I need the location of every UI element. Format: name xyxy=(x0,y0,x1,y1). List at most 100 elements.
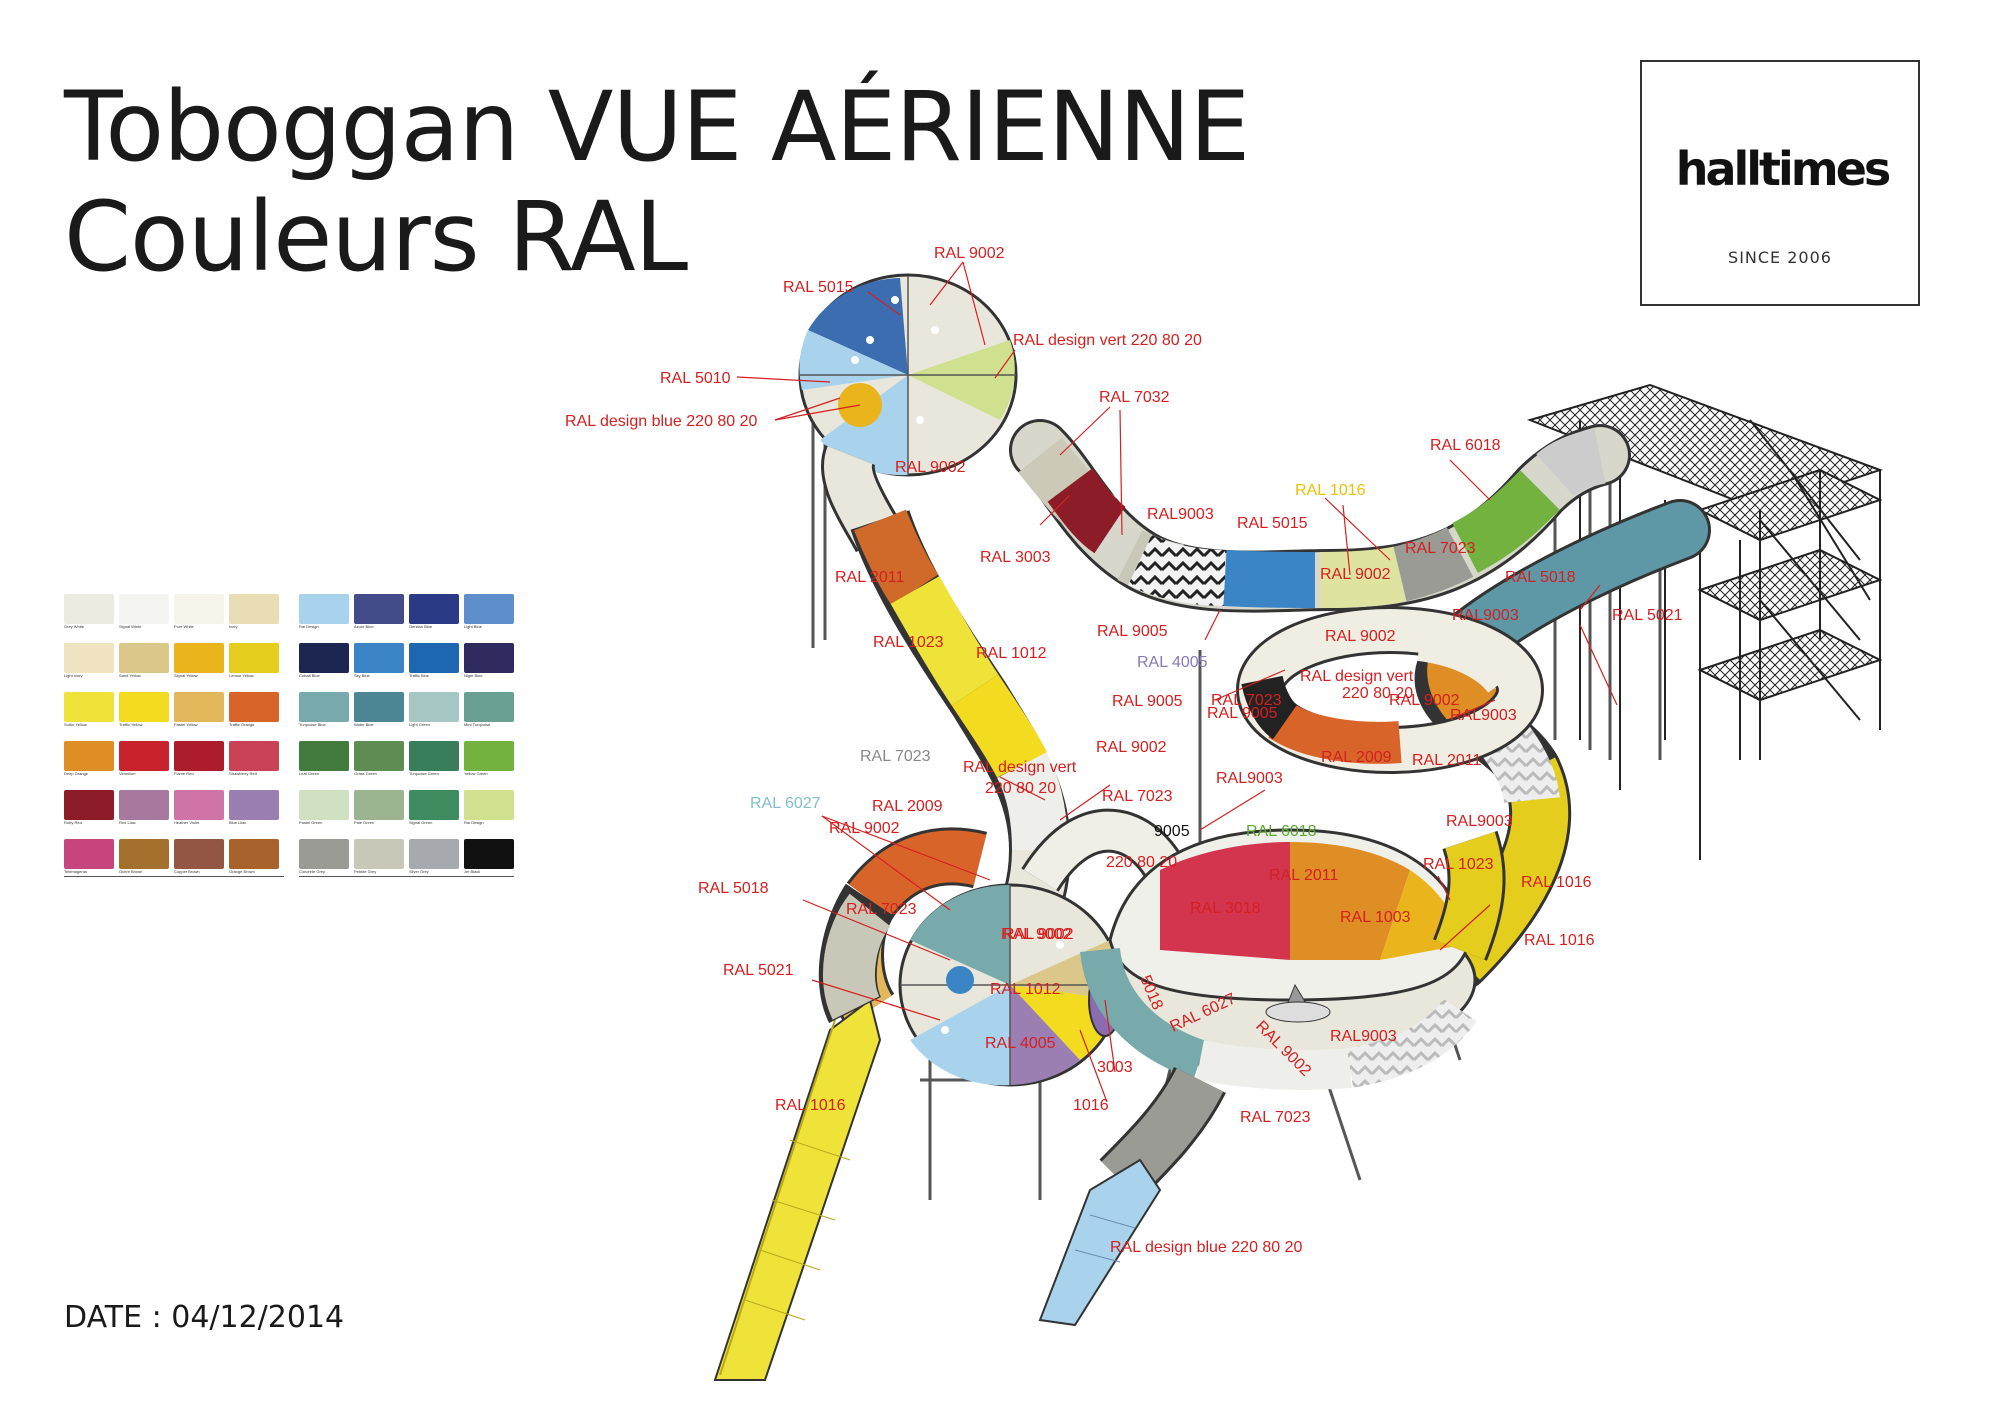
palette-swatch: Traffic Blue xyxy=(409,643,459,678)
palette-swatch: Vermilion xyxy=(119,741,169,776)
swatch-name: Cobalt Blue xyxy=(299,673,320,678)
palette-swatch: Ruby Red xyxy=(64,790,114,825)
ral-label: RAL 4005 xyxy=(1137,654,1208,671)
swatch-chip xyxy=(464,741,514,771)
ral-label: RAL 9002 xyxy=(1001,926,1072,943)
palette-swatch: Signal White xyxy=(119,594,169,629)
swatch-name: Light Ivory xyxy=(64,673,83,678)
swatch-chip xyxy=(119,839,169,869)
swatch-chip xyxy=(119,741,169,771)
palette-swatch: Cobalt Blue xyxy=(299,643,349,678)
swatch-chip xyxy=(464,692,514,722)
swatch-name: Mint Turquoise xyxy=(464,722,491,727)
ral-label: RAL 9002 xyxy=(1096,739,1167,756)
palette-swatch: Signal Yellow xyxy=(174,643,224,678)
ral-label: RAL 9002 xyxy=(1320,566,1391,583)
logo-since: SINCE 2006 xyxy=(1728,248,1832,267)
swatch-name: Jet Black xyxy=(464,869,481,874)
palette-swatch: Copper Brown xyxy=(174,839,224,874)
swatch-name: Pastel Yellow xyxy=(174,722,198,727)
swatch-name: Sand Yellow xyxy=(119,673,141,678)
ral-label: RAL 5015 xyxy=(783,279,854,296)
palette-swatch: Blue Lilac xyxy=(229,790,279,825)
palette-swatch: Silver Grey xyxy=(409,839,459,874)
swatch-name: Pastel Green xyxy=(299,820,323,825)
ral-label: RAL 2011 xyxy=(1412,752,1481,769)
ral-label: RAL9003 xyxy=(1216,770,1283,787)
ral-label: RAL 1003 xyxy=(1340,909,1411,926)
ral-label: RAL 9002 xyxy=(1325,628,1396,645)
drawing-date: DATE : 04/12/2014 xyxy=(64,1300,345,1335)
palette-swatch: Flame Red xyxy=(174,741,224,776)
ral-label: RAL 7023 xyxy=(1102,788,1173,805)
swatch-name: Heather Violet xyxy=(174,820,200,825)
swatch-chip xyxy=(354,741,404,771)
swatch-chip xyxy=(409,594,459,624)
yellow-slide xyxy=(713,883,895,1381)
palette-swatch: Turquoise Blue xyxy=(299,692,349,727)
swatch-chip xyxy=(299,594,349,624)
palette-rule-right xyxy=(299,876,514,877)
ral-label: RAL 7023 xyxy=(846,901,917,918)
swatch-chip xyxy=(464,839,514,869)
swatch-name: Orange Brown xyxy=(229,869,255,874)
palette-swatch: Signal Green xyxy=(409,790,459,825)
swatch-chip xyxy=(174,692,224,722)
ral-label: RAL 6027 xyxy=(750,795,821,812)
blue-slide xyxy=(1038,1066,1226,1327)
swatch-chip xyxy=(299,741,349,771)
swatch-name: Ivory xyxy=(229,624,238,629)
swatch-chip xyxy=(229,692,279,722)
palette-swatch: Pebble Grey xyxy=(354,839,404,874)
brand-logo: halltimes SINCE 2006 xyxy=(1640,60,1920,306)
swatch-chip xyxy=(64,643,114,673)
swatch-name: Signal White xyxy=(119,624,142,629)
palette-swatch: Leaf Green xyxy=(299,741,349,776)
palette-swatch: Grass Green xyxy=(354,741,404,776)
swatch-name: Pale Green xyxy=(354,820,375,825)
ral-label: RAL design vert xyxy=(1300,668,1414,685)
palette-swatch: Grey White xyxy=(64,594,114,629)
ral-label: RAL 1023 xyxy=(873,634,944,651)
swatch-chip xyxy=(409,741,459,771)
swatch-name: Light Green xyxy=(409,722,430,727)
palette-swatch: Pale Green xyxy=(354,790,404,825)
leader-lines xyxy=(736,261,1618,1103)
ral-label: RAL9003 xyxy=(1446,813,1513,830)
swatch-name: Sky Blue xyxy=(354,673,370,678)
ral-label: 9005 xyxy=(1154,823,1190,840)
ral-label: RAL 1016 xyxy=(1524,932,1595,949)
swatch-chip xyxy=(119,790,169,820)
palette-swatch: Light Ivory xyxy=(64,643,114,678)
swatch-chip xyxy=(174,839,224,869)
ral-label: RAL 1016 xyxy=(1521,874,1592,891)
palette-swatch: Orange Brown xyxy=(229,839,279,874)
palette-swatch: Jet Black xyxy=(464,839,514,874)
palette-swatch: Light Blue xyxy=(464,594,514,629)
spiral-loop xyxy=(1236,606,1544,774)
ral-label: RAL 3018 xyxy=(1190,900,1261,917)
swatch-name: Copper Brown xyxy=(174,869,200,874)
swatch-name: Ruby Red xyxy=(64,820,82,825)
ral-label: RAL 2011 xyxy=(1269,867,1338,884)
swatch-name: Ochre Brown xyxy=(119,869,143,874)
ral-label: RAL 6018 xyxy=(1246,823,1317,840)
swatch-name: Night Blue xyxy=(464,673,483,678)
swatch-chip xyxy=(229,790,279,820)
swatch-name: Gentian Blue xyxy=(409,624,433,629)
swatch-chip xyxy=(119,643,169,673)
swatch-chip xyxy=(409,692,459,722)
swatch-name: Signal Green xyxy=(409,820,433,825)
ral-label: RAL 7032 xyxy=(1099,389,1170,406)
swatch-chip xyxy=(174,594,224,624)
ral-label: RAL design vert 220 80 20 xyxy=(1013,332,1202,349)
ral-label: 220 80 20 xyxy=(1106,854,1177,871)
swatch-name: Yellow Green xyxy=(464,771,488,776)
ral-label: RAL 9005 xyxy=(1207,705,1278,722)
swatch-chip xyxy=(174,741,224,771)
ral-label: RAL 7023 xyxy=(1240,1109,1311,1126)
swatch-chip xyxy=(299,692,349,722)
swatch-chip xyxy=(64,692,114,722)
